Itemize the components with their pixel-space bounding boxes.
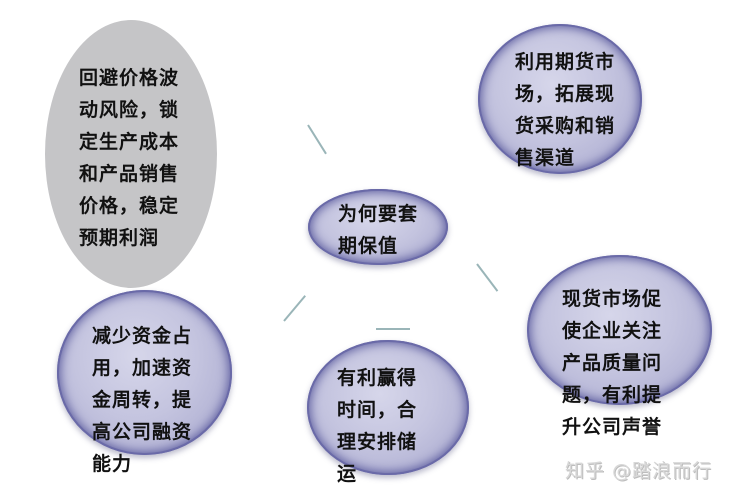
node-bottom-left bbox=[57, 290, 232, 455]
connector-right bbox=[476, 263, 499, 292]
watermark: 知乎 @踏浪而行 bbox=[565, 460, 713, 482]
node-center bbox=[308, 189, 448, 265]
node-top-left bbox=[45, 20, 217, 288]
node-top-left-label: 回避价格波 动风险，锁 定生产成本 和产品销售 价格，稳定 预期利润 bbox=[79, 67, 180, 249]
node-right-label: 现货市场促 使企业关注 产品质量问 题，有利提 升公司声誉 bbox=[562, 288, 663, 438]
connector-bottom bbox=[376, 328, 410, 330]
connector-bottom-left bbox=[283, 295, 306, 322]
node-top-right-label: 利用期货市 场，拓展现 货采购和销 售渠道 bbox=[515, 51, 616, 169]
node-top-right bbox=[478, 24, 642, 174]
node-right bbox=[527, 255, 712, 405]
node-bottom-left-label: 减少资金占 用，加速资 金周转，提 高公司融资 能力 bbox=[92, 325, 193, 475]
connector-top-left bbox=[307, 124, 327, 155]
node-bottom-label: 有利赢得 时间，合 理安排储 运 bbox=[337, 367, 418, 485]
node-center-label: 为何要套 期保值 bbox=[338, 203, 419, 257]
node-bottom bbox=[307, 340, 469, 475]
